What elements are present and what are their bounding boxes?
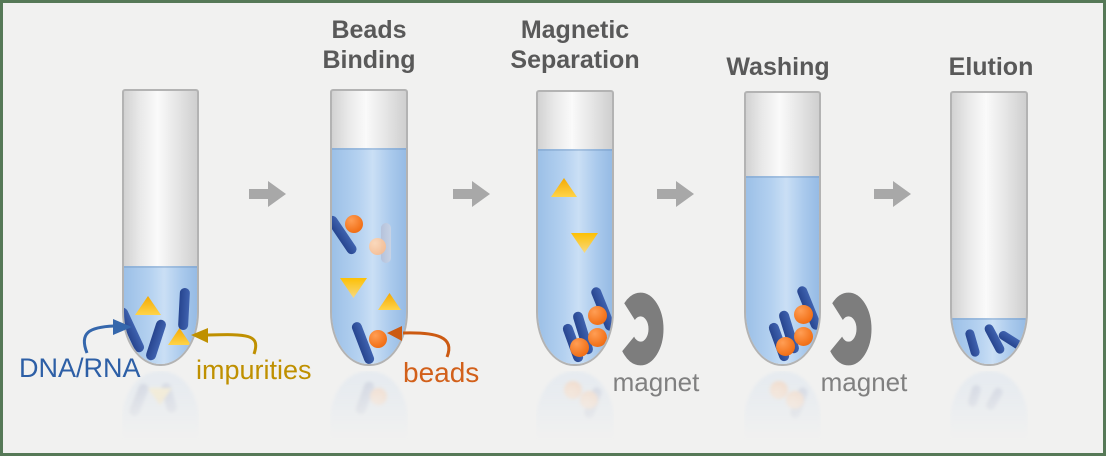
tube-beads-binding [330, 89, 408, 366]
bead-icon [588, 328, 607, 347]
arrow-right-icon [874, 181, 911, 207]
magnet-label: magnet [820, 367, 908, 397]
bead-icon [570, 338, 589, 357]
beads-arrow [402, 331, 451, 358]
tube-elution [950, 91, 1028, 366]
magnet-label: magnet [612, 367, 700, 397]
bead-icon [794, 327, 813, 346]
bead-icon [345, 215, 363, 233]
magnet-icon [825, 292, 872, 366]
reflection-cap [950, 371, 1028, 445]
dna-rna-arrow [82, 324, 115, 354]
bead-icon [588, 306, 607, 325]
liquid [332, 148, 406, 364]
stage-title-elution: Elution [948, 53, 1034, 81]
tube-magnetic-separation [536, 90, 614, 366]
bead-icon [369, 330, 387, 348]
stage-title-beads-binding: Beads Binding [322, 16, 416, 74]
bead-icon [369, 238, 386, 255]
arrow-right-icon [453, 181, 490, 207]
impurities-label: impurities [196, 355, 312, 385]
reflection-cap [330, 371, 408, 445]
magnet-icon [617, 292, 664, 366]
tube-washing [744, 91, 821, 366]
stage-title-washing: Washing [726, 53, 830, 81]
dna-rna-label: DNA/RNA [19, 353, 141, 383]
arrow-right-icon [249, 181, 286, 207]
impurities-arrow [207, 333, 258, 355]
arrow-right-icon [657, 181, 694, 207]
beads-label: beads [403, 357, 480, 388]
dna-rod-icon [381, 223, 391, 263]
tube-reflection [330, 371, 408, 445]
bead-icon [794, 305, 813, 324]
tube-sample [122, 89, 199, 366]
tube-reflection [950, 371, 1028, 445]
stage-title-magnetic-separation: Magnetic Separation [510, 16, 640, 74]
bead-icon [776, 337, 795, 356]
